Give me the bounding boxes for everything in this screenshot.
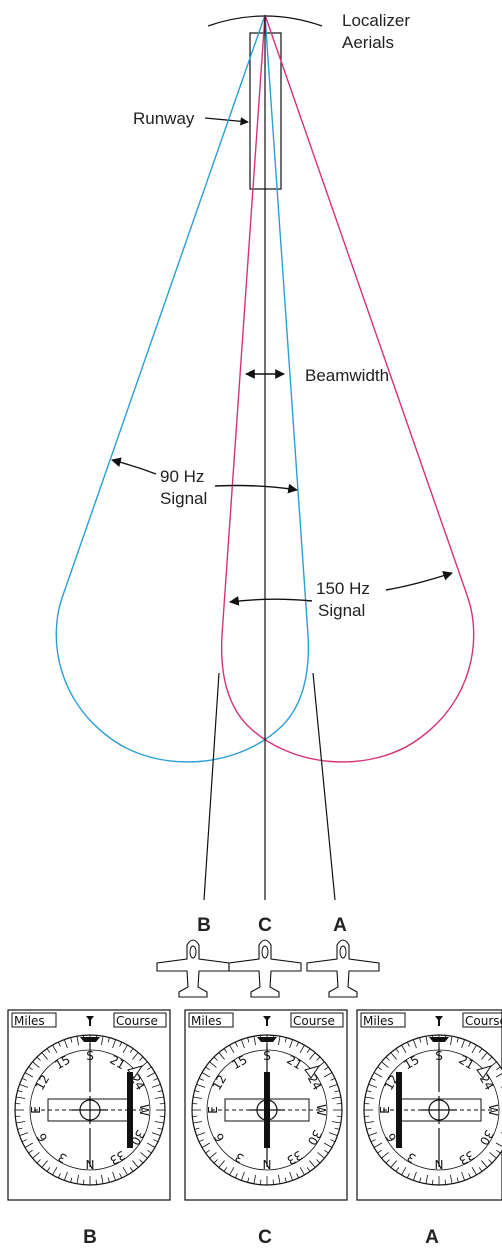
dial-mark: 21 bbox=[456, 1052, 476, 1072]
signal-150hz-lobe bbox=[220, 14, 475, 763]
signal-90hz-lobe bbox=[55, 14, 310, 763]
course-label: Course bbox=[293, 1014, 335, 1028]
hz150-arrow-left bbox=[229, 596, 313, 606]
dial-mark: 30 bbox=[477, 1127, 497, 1147]
dial-mark: 12 bbox=[32, 1072, 52, 1092]
path-line-a bbox=[312, 672, 336, 901]
dial-mark: 33 bbox=[284, 1148, 304, 1168]
dial-cardinal: W bbox=[137, 1104, 151, 1116]
hz90-label-2: Signal bbox=[160, 489, 207, 508]
runway-label: Runway bbox=[133, 109, 195, 128]
aircraft-label-c: C bbox=[258, 915, 272, 936]
hz90-label-1: 90 Hz bbox=[160, 467, 204, 486]
miles-box bbox=[360, 1012, 406, 1028]
beamwidth-label: Beamwidth bbox=[305, 366, 389, 385]
dial-mark: 12 bbox=[209, 1072, 229, 1092]
hz150-arrow-right bbox=[385, 571, 453, 591]
deviation-needle bbox=[396, 1072, 402, 1148]
hz90-arrow-left bbox=[111, 457, 157, 475]
dial-cardinal: W bbox=[486, 1104, 500, 1116]
instrument-label-c: C bbox=[258, 1227, 272, 1248]
miles-label: Miles bbox=[14, 1014, 45, 1028]
dial-mark: 15 bbox=[229, 1052, 249, 1072]
dial-mark: 15 bbox=[52, 1052, 72, 1072]
dial-mark: 30 bbox=[305, 1127, 325, 1147]
aerials-label-1: Localizer bbox=[342, 11, 410, 30]
hz150-label-2: Signal bbox=[318, 601, 365, 620]
dial-mark: 24 bbox=[305, 1072, 325, 1092]
hz150-label-1: 150 Hz bbox=[316, 579, 370, 598]
nav-instrument-b: MilesCourseSWNE36121521243033 bbox=[7, 1009, 171, 1201]
dial-mark: 33 bbox=[107, 1148, 127, 1168]
miles-box bbox=[188, 1012, 234, 1028]
runway-arrow bbox=[204, 117, 249, 126]
dial-mark: 21 bbox=[107, 1052, 127, 1072]
deviation-needle bbox=[264, 1072, 270, 1148]
course-box bbox=[290, 1012, 344, 1028]
path-line-b bbox=[203, 672, 220, 901]
hz90-arrow-right bbox=[214, 483, 298, 494]
instrument-label-a: A bbox=[425, 1227, 439, 1248]
miles-label: Miles bbox=[191, 1014, 222, 1028]
nav-instrument-c: MilesCourseSWNE36121521243033 bbox=[184, 1009, 348, 1201]
aircraft-icon-c bbox=[228, 939, 302, 998]
dial-mark: 21 bbox=[284, 1052, 304, 1072]
dial-cardinal: W bbox=[314, 1104, 328, 1116]
nav-instrument-a: MilesCourseSWNE36121521243033 bbox=[356, 1009, 502, 1201]
course-label: Course bbox=[116, 1014, 158, 1028]
course-pointer-icon bbox=[86, 1016, 94, 1026]
instrument-label-b: B bbox=[83, 1227, 97, 1248]
aircraft-label-b: B bbox=[197, 915, 211, 936]
aircraft-icon-a bbox=[306, 939, 380, 998]
dial-mark: 15 bbox=[401, 1052, 421, 1072]
miles-box bbox=[11, 1012, 57, 1028]
aerials-label-2: Aerials bbox=[342, 33, 394, 52]
aircraft-label-a: A bbox=[333, 915, 347, 936]
dial-mark: 33 bbox=[456, 1148, 476, 1168]
dial-mark: 24 bbox=[477, 1072, 497, 1092]
miles-label: Miles bbox=[363, 1014, 394, 1028]
course-label: Course bbox=[465, 1014, 502, 1028]
aircraft-icon-b bbox=[156, 939, 230, 998]
course-box bbox=[113, 1012, 167, 1028]
course-box bbox=[462, 1012, 502, 1028]
course-pointer-icon bbox=[435, 1016, 443, 1026]
deviation-needle bbox=[127, 1072, 133, 1148]
course-pointer-icon bbox=[263, 1016, 271, 1026]
